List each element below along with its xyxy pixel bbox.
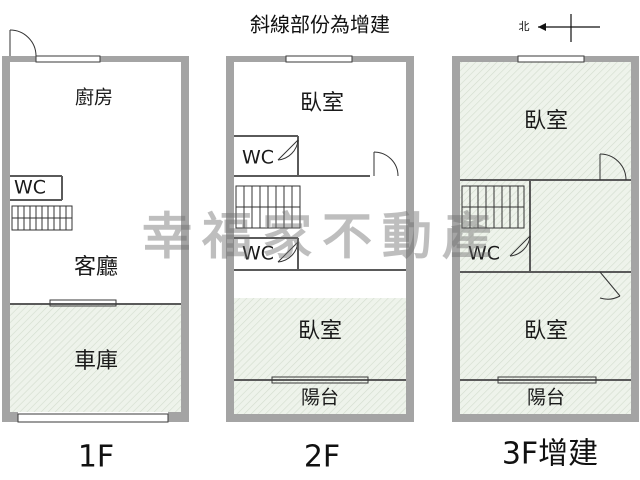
- floor-plan-2f: 臥室 WC WC 臥室 陽台: [226, 55, 414, 422]
- door-3f-wc: [509, 235, 531, 257]
- floor-plan-1f: 廚房 WC 客廳 車庫: [2, 29, 189, 423]
- wall-1f-right: [181, 56, 189, 422]
- wall-1f-bottom-right: [168, 412, 189, 422]
- garage-door: [17, 413, 169, 423]
- door-3f-bedroom-front: [599, 153, 627, 181]
- staircase-3f: [461, 185, 525, 229]
- room-label-bedroom-2f-rear: 臥室: [298, 319, 342, 344]
- wall-2f-left: [226, 56, 234, 422]
- wall-2f-top-right: [352, 56, 414, 62]
- wall-3f-right: [631, 56, 639, 422]
- room-label-living-room: 客廳: [74, 255, 118, 280]
- room-label-bedroom-3f-rear: 臥室: [524, 319, 568, 344]
- wall-3f-bottom: [452, 414, 639, 422]
- sliding-door-1f: [49, 299, 117, 307]
- sliding-door-2f-balcony: [271, 376, 369, 384]
- door-2f-wc2: [277, 241, 299, 263]
- floor-plan-3f: 臥室 WC 臥室 陽台: [452, 55, 639, 422]
- window-3f-top: [517, 55, 585, 63]
- room-label-kitchen: 廚房: [75, 86, 113, 109]
- sliding-door-3f-balcony: [497, 376, 597, 384]
- floor-label-3f: 3F增建: [502, 437, 598, 472]
- wall-2f-top-left: [226, 56, 286, 62]
- entry-door-1f: [9, 29, 37, 57]
- wall-2f-right: [406, 56, 414, 422]
- north-label: 北: [519, 20, 530, 33]
- window-1f-kitchen: [35, 55, 101, 63]
- watermark-text: 幸福家不動產: [142, 208, 502, 266]
- room-label-balcony-2f: 陽台: [301, 387, 339, 409]
- room-label-bedroom-3f-front: 臥室: [524, 109, 568, 134]
- wall-3f-left: [452, 56, 460, 422]
- addition-hatched-area-2f: [234, 298, 406, 416]
- staircase-1f: [11, 205, 73, 231]
- room-label-wc-2f-lower: WC: [242, 243, 274, 265]
- window-2f-top: [285, 55, 353, 63]
- addition-hatched-area-3f: [460, 62, 631, 416]
- room-label-garage: 車庫: [74, 349, 118, 374]
- addition-note-title: 斜線部份為增建: [250, 13, 390, 37]
- wall-3f-top-left: [452, 56, 518, 62]
- floor-label-2f: 2F: [304, 440, 340, 475]
- door-2f-bedroom: [373, 151, 399, 177]
- room-label-balcony-3f: 陽台: [527, 387, 565, 409]
- north-arrow: 北: [519, 14, 600, 42]
- wall-1f-bottom-left: [2, 412, 18, 422]
- room-label-bedroom-2f-front: 臥室: [300, 91, 344, 116]
- wall-1f-left: [2, 56, 10, 422]
- wall-3f-top-right: [584, 56, 639, 62]
- room-label-wc-1f: WC: [14, 177, 46, 199]
- door-2f-wc: [277, 139, 299, 161]
- floor-label-1f: 1F: [78, 440, 114, 475]
- wall-1f-top-right: [100, 56, 189, 62]
- garage-hatched-area: [10, 304, 181, 412]
- wall-1f-top-left: [2, 56, 36, 62]
- wall-2f-bottom: [226, 414, 414, 422]
- staircase-2f: [235, 185, 301, 229]
- room-label-wc-2f-upper: WC: [242, 147, 274, 169]
- room-label-wc-3f: WC: [468, 243, 500, 265]
- door-3f-bedroom-rear: [599, 271, 621, 300]
